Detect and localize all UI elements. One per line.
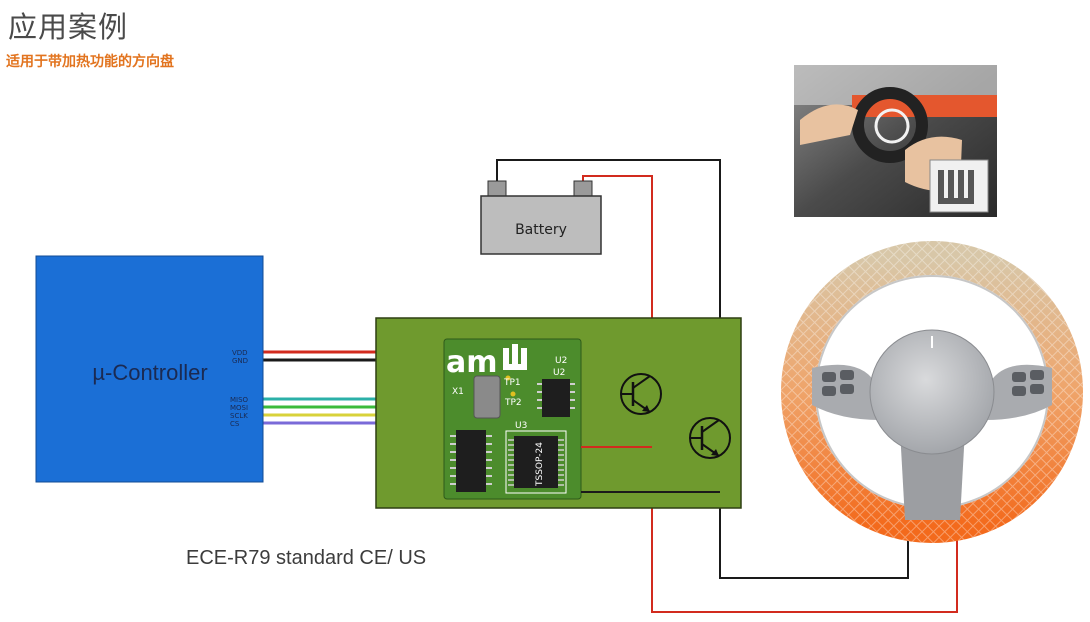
microcontroller: µ-Controller VDD GND MISO MOSI SCLK CS [35, 255, 264, 483]
transistor-1 [620, 373, 662, 415]
bottom-spoke [900, 430, 965, 520]
board-label: TP1 [503, 378, 521, 388]
slide-subtitle: 适用于带加热功能的方向盘 [6, 54, 174, 70]
battery: Battery [480, 180, 602, 255]
board-label: U3 [515, 421, 527, 431]
pin-label: MISO [230, 396, 249, 404]
crystal-x1 [473, 375, 501, 419]
heated-steering-wheel [781, 241, 1083, 543]
standard-caption: ECE-R79 standard CE/ US [186, 547, 427, 569]
tssop-outline [505, 430, 567, 494]
test-point [505, 375, 511, 381]
pin-label: MOSI [230, 404, 248, 412]
ams-logo: am [446, 345, 498, 380]
board-label: TP2 [504, 398, 522, 408]
board-label: TSSOP-24 [535, 442, 545, 487]
chip-u2 [542, 379, 570, 417]
pin-label: VDD [232, 349, 248, 357]
microcontroller-label: µ-Controller [92, 360, 207, 385]
chip-u3 [514, 436, 558, 488]
ams-logo-mark [503, 344, 527, 370]
board-label: U2 [553, 368, 565, 378]
test-point [510, 391, 516, 397]
heater-module: am U2 X1 TP1 TP2 U2 [375, 317, 742, 509]
chip-left [456, 430, 486, 492]
pin-label: SCLK [230, 412, 248, 420]
pcb: am U2 X1 TP1 TP2 U2 [443, 338, 582, 500]
wheel-hub [869, 329, 995, 455]
steering-wheel-photo [794, 65, 997, 217]
transistor-2 [689, 417, 731, 459]
board-label: U2 [555, 356, 567, 366]
pin-label: GND [232, 357, 248, 365]
pin-label: CS [230, 420, 240, 428]
board-label: X1 [452, 387, 464, 397]
slide-title: 应用案例 [8, 10, 129, 44]
wheel-buttons [822, 370, 1044, 396]
battery-label: Battery [515, 222, 567, 238]
